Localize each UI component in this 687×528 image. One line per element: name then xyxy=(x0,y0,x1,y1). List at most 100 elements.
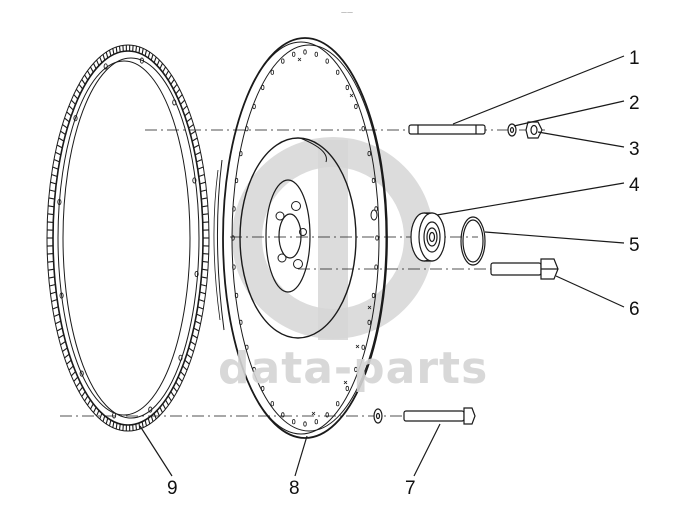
gear-tooth xyxy=(68,365,74,371)
flywheel-hole xyxy=(252,103,256,110)
callout-4: 4 xyxy=(629,175,640,196)
gear-tooth xyxy=(99,56,103,63)
flywheel-hole xyxy=(375,235,379,241)
gear-tooth xyxy=(165,70,169,77)
gear-tooth xyxy=(56,327,63,332)
bolt-part-7 xyxy=(373,407,476,425)
bearing-part-4 xyxy=(410,212,446,262)
gear-tooth xyxy=(50,181,57,185)
gear-tooth xyxy=(186,117,192,123)
gear-tooth xyxy=(75,88,81,95)
gear-tooth xyxy=(167,74,172,81)
flywheel-hole xyxy=(367,151,371,157)
gear-tooth xyxy=(78,386,84,393)
gear-tooth xyxy=(70,371,76,377)
gear-tooth xyxy=(96,410,100,417)
gear-tooth xyxy=(172,83,178,90)
gear-tooth xyxy=(156,410,160,417)
gear-hole xyxy=(148,406,153,413)
gear-tooth xyxy=(144,419,148,427)
gear-hole xyxy=(178,354,183,361)
flywheel-hole xyxy=(336,401,340,407)
gear-tooth xyxy=(102,54,106,61)
gear-tooth xyxy=(201,276,208,279)
flywheel xyxy=(213,37,388,439)
flywheel-hole xyxy=(245,344,249,350)
gear-tooth xyxy=(162,403,166,410)
gear-tooth xyxy=(199,291,206,295)
gear-tooth xyxy=(64,353,70,359)
gear-tooth xyxy=(199,181,206,185)
gear-tooth xyxy=(49,283,56,287)
callout-labels: 1 2 3 4 5 6 7 8 9 xyxy=(167,48,640,499)
gear-tooth xyxy=(78,83,84,90)
gear-tooth xyxy=(70,99,76,105)
gear-tooth xyxy=(84,74,89,81)
gear-tooth xyxy=(66,111,72,117)
gear-tooth xyxy=(190,130,196,135)
gear-tooth xyxy=(47,260,54,263)
gear-tooth xyxy=(58,137,65,142)
flywheel-hole xyxy=(371,177,376,184)
gear-tooth xyxy=(81,79,86,85)
flywheel-hole xyxy=(234,292,239,299)
gear-tooth xyxy=(153,56,157,63)
callout-7: 7 xyxy=(405,478,416,499)
gear-tooth xyxy=(202,253,209,255)
gear-tooth xyxy=(184,111,190,117)
gear-hole xyxy=(79,370,84,377)
gear-tooth xyxy=(62,347,68,352)
gear-tooth xyxy=(167,395,172,402)
gear-tooth xyxy=(165,399,169,406)
gear-tooth xyxy=(194,151,201,156)
gear-tooth xyxy=(96,59,100,66)
gear-hole xyxy=(103,63,108,70)
gear-tooth xyxy=(202,221,209,223)
flywheel-hole xyxy=(270,69,274,75)
gear-tooth xyxy=(58,334,65,339)
flywheel-hole xyxy=(261,385,265,392)
gear-tooth xyxy=(87,70,91,77)
flywheel-hole xyxy=(281,58,285,64)
ring-gear-holes xyxy=(57,57,199,419)
callout-1: 1 xyxy=(629,48,640,69)
gear-tooth xyxy=(64,117,70,123)
gear-tooth xyxy=(53,313,60,318)
pin-part-1 xyxy=(408,124,486,135)
gear-tooth xyxy=(197,166,204,170)
gear-tooth xyxy=(50,291,57,295)
gear-tooth xyxy=(147,51,151,59)
flywheel-hole xyxy=(245,126,249,132)
gear-tooth xyxy=(180,371,186,377)
gear-tooth xyxy=(108,49,112,57)
callout-9: 9 xyxy=(167,478,178,499)
gear-tooth xyxy=(108,419,112,427)
gear-hole xyxy=(112,412,117,419)
gear-tooth xyxy=(188,347,194,352)
gear-tooth xyxy=(93,63,97,70)
flywheel-hole xyxy=(239,151,243,157)
gear-tooth xyxy=(190,341,196,346)
gear-tooth xyxy=(184,359,190,365)
gear-tooth xyxy=(90,66,94,73)
gear-tooth xyxy=(52,166,59,170)
gear-tooth xyxy=(172,386,178,393)
flywheel-hole xyxy=(361,344,365,350)
gear-tooth xyxy=(53,158,60,163)
gear-tooth xyxy=(182,105,188,111)
gear-hole xyxy=(73,115,78,122)
gear-hole xyxy=(172,99,177,106)
gear-tooth xyxy=(112,48,115,55)
gear-tooth xyxy=(48,197,55,200)
flywheel-hole xyxy=(252,366,256,373)
flywheel-hole xyxy=(303,49,307,55)
gear-tooth xyxy=(55,151,62,156)
gear-tooth xyxy=(138,422,141,429)
flywheel-hole xyxy=(231,235,235,241)
flywheel-hole xyxy=(234,177,239,184)
gear-tooth xyxy=(62,124,68,129)
gear-tooth xyxy=(115,47,118,54)
gear-tooth xyxy=(193,144,200,149)
callout-2: 2 xyxy=(629,93,640,114)
flywheel-hole xyxy=(232,206,236,212)
